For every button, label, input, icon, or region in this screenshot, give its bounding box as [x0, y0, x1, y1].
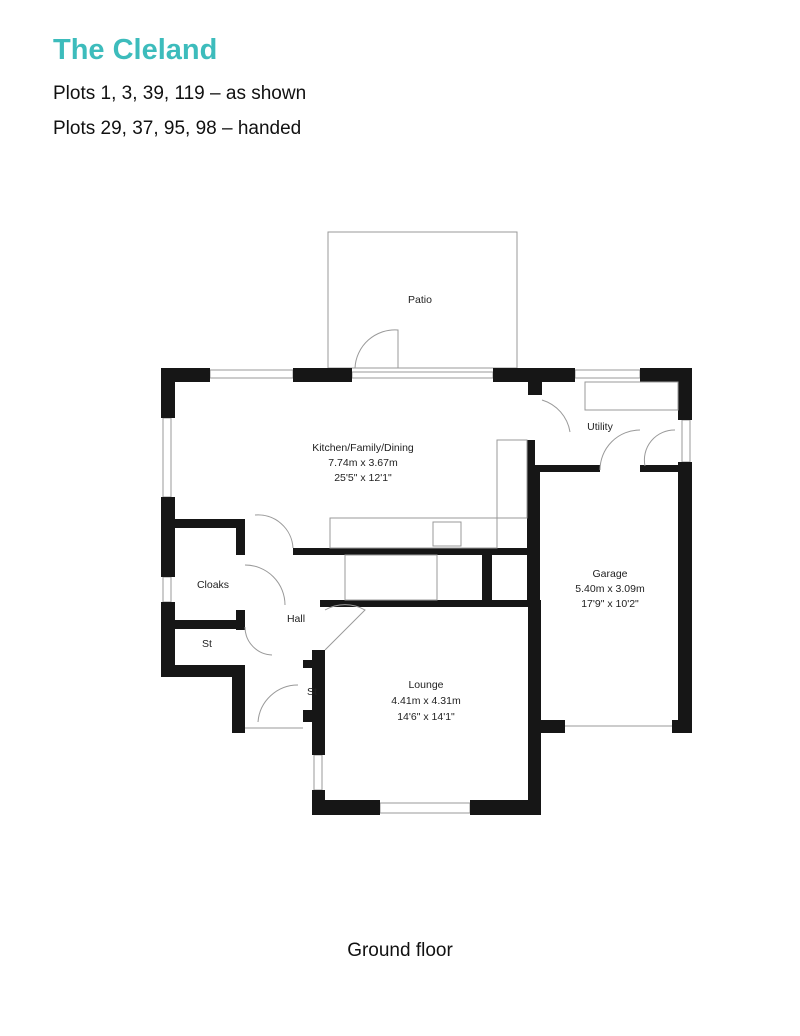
garage-label: Garage: [592, 568, 627, 580]
walls: [161, 368, 692, 815]
kitchen-metric: 7.74m x 3.67m: [328, 457, 398, 469]
cloaks-label: Cloaks: [197, 579, 229, 591]
patio-label: Patio: [408, 294, 432, 306]
kitchen-label: Kitchen/Family/Dining: [312, 442, 414, 454]
lounge-imperial: 14'6" x 14'1": [397, 711, 455, 723]
floor-caption: Ground floor: [347, 940, 453, 961]
utility-label: Utility: [587, 421, 613, 433]
store-label: St: [202, 638, 212, 650]
kitchen-imperial: 25'5" x 12'1": [334, 472, 392, 484]
patio-area: [327, 231, 518, 369]
hall-label: Hall: [287, 613, 305, 625]
plots-handed: Plots 29, 37, 95, 98 – handed: [53, 118, 302, 139]
garage-metric: 5.40m x 3.09m: [575, 583, 645, 595]
fittings: [244, 329, 679, 729]
garage-imperial: 17'9" x 10'2": [581, 598, 639, 610]
lounge-metric: 4.41m x 4.31m: [391, 695, 461, 707]
store-label-2: St: [307, 686, 317, 698]
plots-as-shown: Plots 1, 3, 39, 119 – as shown: [53, 83, 307, 104]
lounge-label: Lounge: [408, 679, 443, 691]
development-title: The Cleland: [53, 34, 218, 66]
